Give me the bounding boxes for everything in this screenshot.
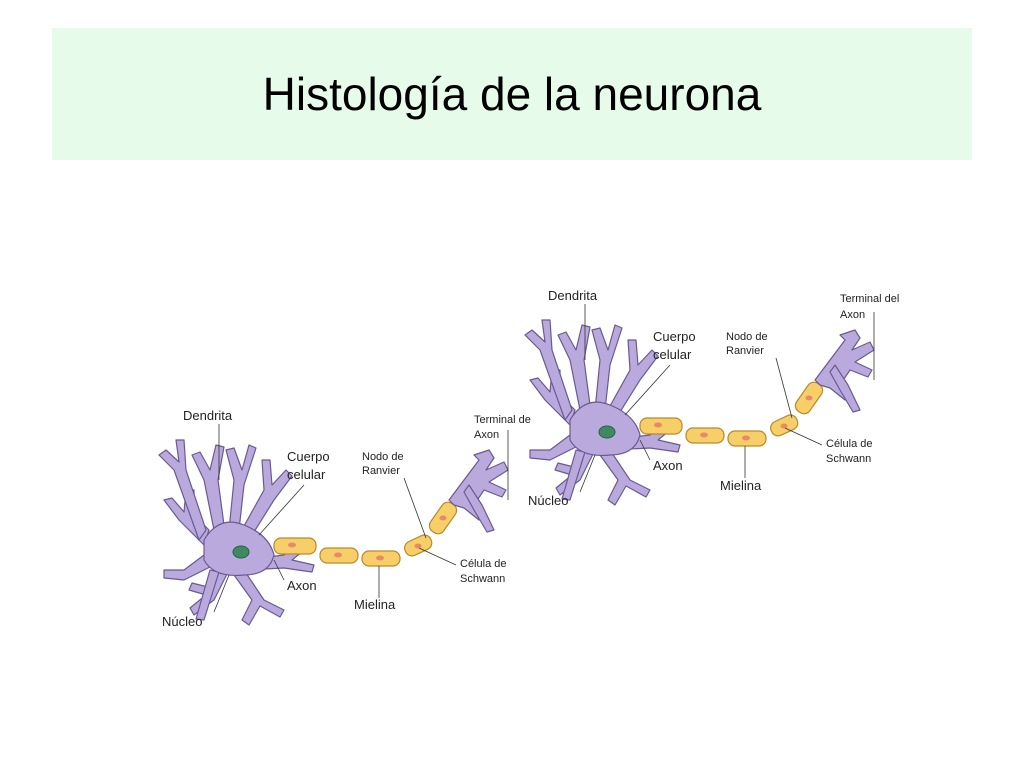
neuron-left	[158, 424, 509, 626]
label-cell-body-1: Cuerpo	[287, 449, 330, 464]
label-schwann-1: Célula de	[460, 558, 506, 570]
label-nucleus: Núcleo	[162, 614, 202, 629]
labels-left: Dendrita Cuerpo celular Nodo de Ranvier …	[162, 408, 531, 629]
label-node-2: Ranvier	[362, 465, 400, 477]
title-bar: Histología de la neurona	[52, 28, 972, 160]
label-myelin: Mielina	[720, 478, 762, 493]
label-terminal-2: Axon	[474, 429, 499, 441]
label-axon: Axon	[653, 458, 683, 473]
label-schwann-2: Schwann	[826, 453, 871, 465]
label-myelin: Mielina	[354, 597, 396, 612]
label-schwann-2: Schwann	[460, 573, 505, 585]
label-terminal-1: Terminal del	[840, 293, 899, 305]
label-terminal-1: Terminal de	[474, 414, 531, 426]
labels-right: Dendrita Cuerpo celular Nodo de Ranvier …	[528, 288, 899, 508]
label-nucleus: Núcleo	[528, 493, 568, 508]
label-schwann-1: Célula de	[826, 438, 872, 450]
neuron-right	[524, 304, 875, 506]
label-node-2: Ranvier	[726, 345, 764, 357]
label-dendrite: Dendrita	[548, 288, 598, 303]
label-cell-body-1: Cuerpo	[653, 329, 696, 344]
label-node-1: Nodo de	[726, 331, 768, 343]
label-cell-body-2: celular	[287, 467, 326, 482]
label-terminal-2: Axon	[840, 309, 865, 321]
label-cell-body-2: celular	[653, 347, 692, 362]
label-axon: Axon	[287, 578, 317, 593]
slide-title: Histología de la neurona	[262, 68, 762, 120]
label-node-1: Nodo de	[362, 451, 404, 463]
label-dendrite: Dendrita	[183, 408, 233, 423]
